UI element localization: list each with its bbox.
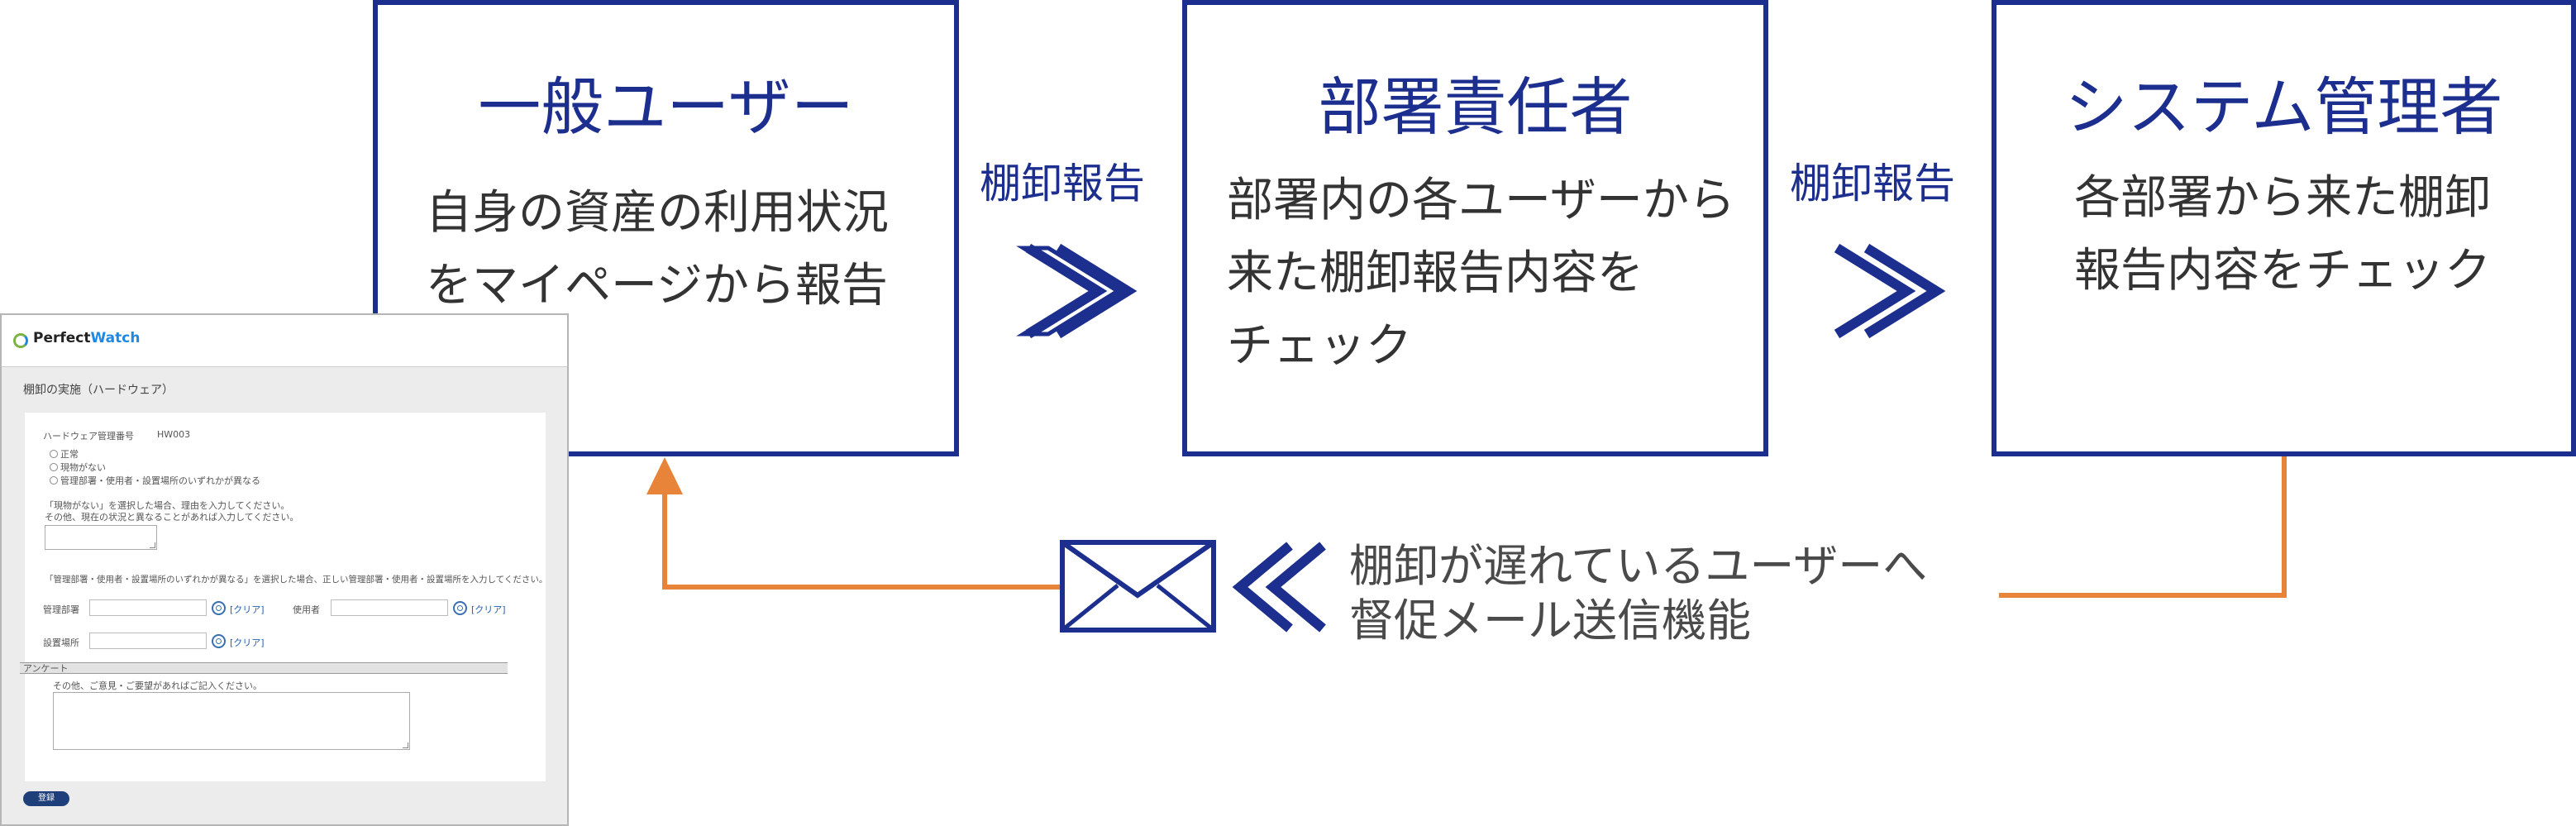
- logo-watch: Watch: [90, 330, 141, 346]
- box-title-general-user: 一般ユーザー: [478, 70, 854, 144]
- location-clear-link[interactable]: [クリア]: [230, 637, 265, 648]
- double-chevron-right-icon: [1834, 243, 1946, 339]
- inventory-screenshot: PerfectWatch 棚卸の実施（ハードウェア） ハードウェア管理番号 HW…: [0, 313, 569, 826]
- double-chevron-left-icon: [1232, 542, 1326, 633]
- inventory-form-panel: ハードウェア管理番号 HW003 正常 現物がない 管理部署・使用者・設置場所の…: [20, 413, 548, 781]
- survey-heading: アンケート: [23, 663, 69, 674]
- hw-value: HW003: [157, 429, 191, 440]
- double-chevron-right-icon: [1016, 243, 1138, 339]
- report-label-2: 棚卸報告: [1790, 160, 1955, 208]
- dept-label: 管理部署: [43, 604, 79, 615]
- survey-heading-bar: アンケート: [20, 662, 508, 674]
- box-desc-general-user: 自身の資産の利用状況 をマイページから報告: [426, 186, 889, 313]
- logo-perfect: Perfect: [33, 330, 91, 346]
- survey-note: その他、ご意見・ご要望があればご記入ください。: [53, 680, 262, 691]
- screenshot-page-title: 棚卸の実施（ハードウェア）: [23, 384, 174, 397]
- reminder-mail-caption: 棚卸が遅れているユーザーへ 督促メール送信機能: [1349, 540, 1928, 647]
- reason-textarea[interactable]: [45, 525, 157, 550]
- user-search-icon[interactable]: [453, 601, 467, 615]
- envelope-icon: [1060, 540, 1216, 633]
- box-desc-department-manager: 部署内の各ユーザーから 来た棚卸報告内容を チェック: [1227, 174, 1735, 373]
- user-input[interactable]: [331, 599, 448, 616]
- perfectwatch-logo-icon: [13, 333, 28, 348]
- option-missing[interactable]: 現物がない: [50, 461, 106, 474]
- box-system-admin: システム管理者 各部署から来た棚卸 報告内容をチェック: [1992, 0, 2576, 456]
- dept-clear-link[interactable]: [クリア]: [230, 604, 265, 615]
- perfectwatch-logo: PerfectWatch: [33, 330, 140, 346]
- location-search-icon[interactable]: [212, 634, 226, 648]
- screenshot-header: PerfectWatch: [2, 315, 567, 367]
- note1-line2: その他、現在の状況と異なることがあれば入力してください。: [45, 512, 299, 523]
- hw-label: ハードウェア管理番号: [43, 431, 134, 442]
- box-title-department-manager: 部署責任者: [1318, 70, 1633, 144]
- note2: 「管理部署・使用者・設置場所のいずれかが異なる」を選択した場合、正しい管理部署・…: [45, 575, 548, 585]
- dept-search-icon[interactable]: [212, 601, 226, 615]
- reminder-line-right: [1999, 456, 2287, 598]
- survey-textarea[interactable]: [53, 692, 410, 750]
- location-label: 設置場所: [43, 637, 79, 648]
- register-button[interactable]: 登録: [23, 791, 69, 806]
- option-normal[interactable]: 正常: [50, 447, 79, 461]
- report-label-1: 棚卸報告: [980, 160, 1145, 208]
- location-input[interactable]: [89, 633, 207, 649]
- user-clear-link[interactable]: [クリア]: [471, 604, 506, 615]
- box-title-system-admin: システム管理者: [2064, 70, 2503, 144]
- dept-input[interactable]: [89, 599, 207, 616]
- reminder-line-left: [662, 486, 1061, 590]
- note1-line1: 「現物がない」を選択した場合、理由を入力してください。: [45, 500, 290, 511]
- arrow-up-icon: [646, 457, 683, 494]
- user-label: 使用者: [293, 604, 320, 615]
- box-department-manager: 部署責任者 部署内の各ユーザーから 来た棚卸報告内容を チェック: [1182, 0, 1768, 456]
- option-different[interactable]: 管理部署・使用者・設置場所のいずれかが異なる: [50, 474, 260, 487]
- box-desc-system-admin: 各部署から来た棚卸 報告内容をチェック: [2074, 171, 2491, 298]
